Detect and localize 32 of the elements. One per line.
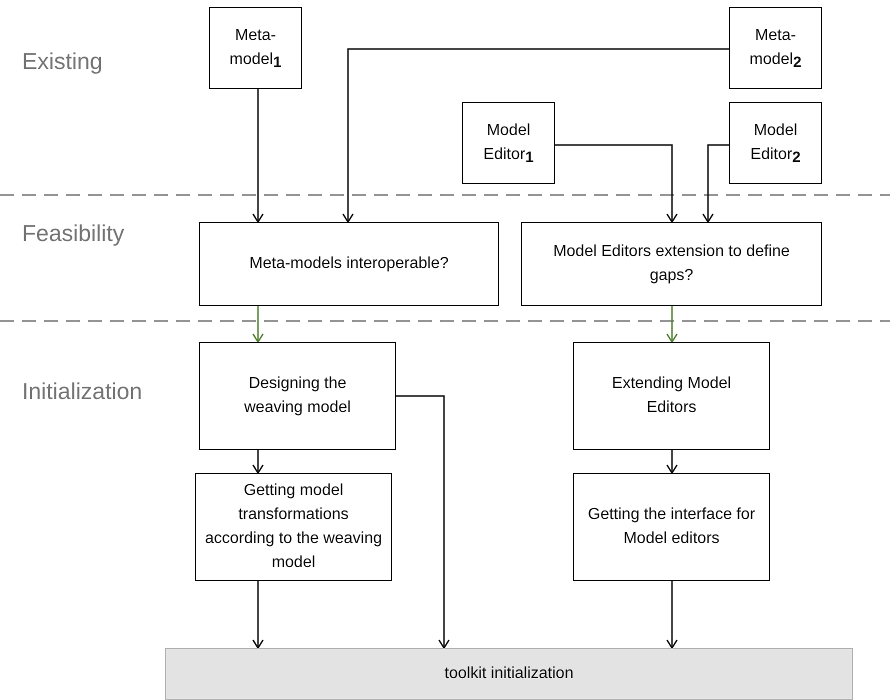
process-box (199, 342, 396, 450)
arrow (666, 581, 678, 649)
arrow (396, 395, 450, 649)
process-box (209, 7, 302, 89)
box-label: toolkit initialization (444, 664, 574, 684)
box-label: Getting the interface for Model editors (586, 505, 756, 549)
box-label: Meta-models interoperable? (249, 254, 449, 274)
arrow (252, 581, 264, 649)
section-label: Feasibility (22, 220, 124, 247)
box-label: Model Editors extension to define gaps? (552, 242, 791, 286)
arrow (252, 89, 264, 223)
arrow (555, 144, 678, 223)
process-box (573, 473, 770, 581)
arrow (252, 306, 264, 343)
process-box (195, 473, 392, 581)
box-label: Extending Model Editors (610, 374, 732, 418)
process-box (729, 7, 822, 89)
process-box (199, 222, 499, 306)
arrow (666, 450, 678, 474)
section-label: Initialization (22, 378, 142, 405)
process-box (729, 102, 822, 184)
arrow (342, 48, 729, 223)
process-box (462, 102, 555, 184)
arrow (252, 450, 264, 474)
process-box (573, 342, 770, 450)
box-label: Designing the weaving model (243, 374, 352, 418)
process-box (521, 222, 822, 306)
summary-bar (165, 648, 853, 700)
arrow (666, 306, 678, 343)
section-label: Existing (22, 48, 103, 75)
arrow (702, 144, 729, 223)
box-label: Getting model transformations according to the weaving model (204, 481, 383, 573)
